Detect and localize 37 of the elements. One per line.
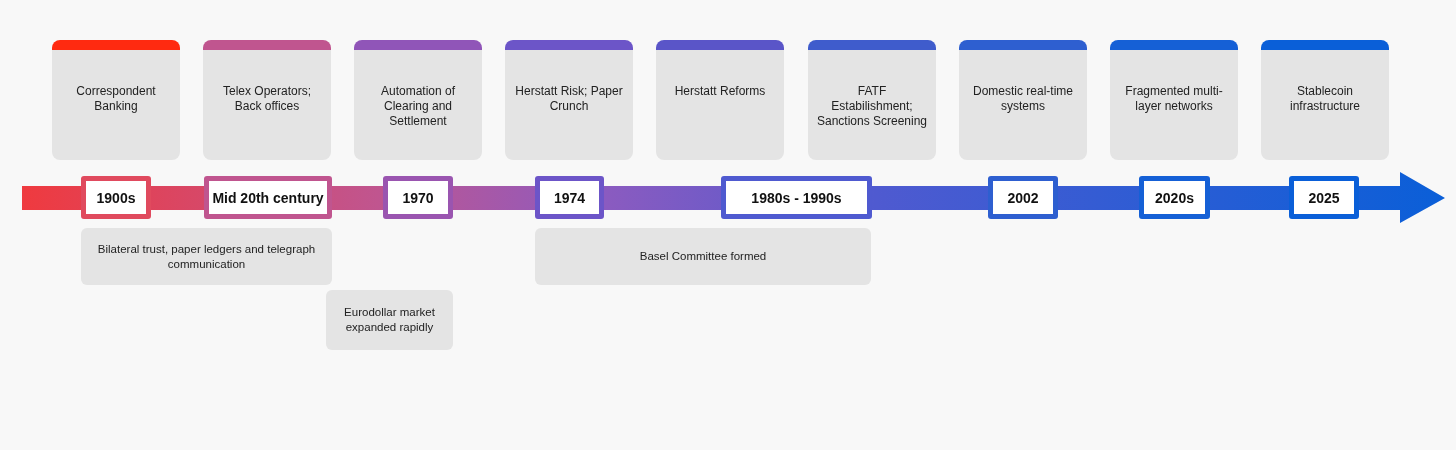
year-label: 1900s [96, 189, 136, 206]
year-label: 2020s [1155, 189, 1194, 206]
description-text: Herstatt Reforms [673, 84, 767, 99]
description-text: FATF Estabilishment; Sanctions Screening [816, 84, 928, 129]
event-card [808, 40, 936, 160]
event-card [1110, 40, 1238, 160]
year-box [383, 176, 453, 219]
description-text: Basel Committee formed [638, 249, 768, 264]
year-box [1139, 176, 1210, 219]
description-text: Automation of Clearing and Settlement [379, 84, 456, 129]
year-box [1289, 176, 1359, 219]
year-box [81, 176, 151, 219]
event-card [354, 40, 482, 160]
description-text: Eurodollar market expanded rapidly [343, 305, 436, 335]
year-label: 2002 [1007, 189, 1039, 206]
event-card [656, 40, 784, 160]
year-label: 1974 [553, 189, 586, 206]
description-text: Stablecoin infrastructure [1289, 84, 1361, 114]
description-text: Correspondent Banking [75, 84, 157, 114]
year-label: 1970 [402, 189, 434, 206]
event-card [505, 40, 633, 160]
description-text: Fragmented multi-layer networks [1124, 84, 1224, 114]
year-box [535, 176, 604, 219]
event-card [52, 40, 180, 160]
year-label: Mid 20th century [212, 189, 324, 206]
year-box [204, 176, 332, 219]
year-label: 2025 [1308, 189, 1340, 206]
event-card [203, 40, 331, 160]
description-text: Herstatt Risk; Paper Crunch [514, 84, 624, 114]
year-label: 1980s - 1990s [751, 189, 842, 206]
event-card [1261, 40, 1389, 160]
year-box [721, 176, 872, 219]
description-text: Bilateral trust, paper ledgers and telegraph communication [96, 241, 317, 272]
event-card [959, 40, 1087, 160]
description-text: Telex Operators; Back offices [221, 84, 312, 114]
description-text: Domestic real-time systems [972, 84, 1074, 114]
year-box [988, 176, 1058, 219]
